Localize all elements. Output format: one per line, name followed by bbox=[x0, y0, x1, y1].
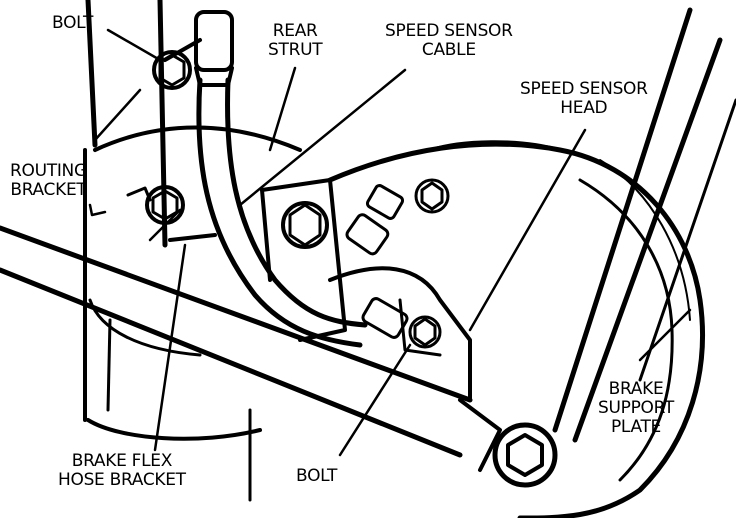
routing-bracket-shape bbox=[260, 178, 347, 342]
label-speed-sensor-head: SPEED SENSOR HEAD bbox=[520, 80, 648, 118]
rear-strut-shape bbox=[0, 225, 502, 472]
label-brake-flex-hose-bracket: BRAKE FLEX HOSE BRACKET bbox=[58, 452, 186, 490]
label-speed-sensor-cable: SPEED SENSOR CABLE bbox=[385, 22, 513, 60]
label-rear-strut-line2: STRUT bbox=[268, 40, 323, 60]
label-routing-bracket-line1: ROUTING bbox=[10, 161, 87, 181]
label-speed-sensor-head-line1: SPEED SENSOR bbox=[520, 79, 648, 99]
leader-lines bbox=[88, 28, 692, 457]
speed-sensor-head-shape bbox=[328, 178, 472, 402]
label-routing-bracket-line2: BRACKET bbox=[10, 180, 87, 200]
label-bolt-top: BOLT bbox=[52, 14, 93, 33]
routing-bracket-bolt-shape bbox=[126, 185, 185, 225]
label-bolt-bottom: BOLT bbox=[296, 467, 337, 486]
label-bolt-top-text: BOLT bbox=[52, 13, 94, 33]
label-rear-strut: REAR STRUT bbox=[268, 21, 323, 60]
top-bolt-shape bbox=[152, 50, 192, 90]
label-rear-strut-line1: REAR bbox=[272, 21, 318, 41]
brake-support-plate-shape bbox=[327, 140, 705, 518]
label-brake-support-plate-line3: PLATE bbox=[610, 417, 662, 437]
lower-sensor-bolt-shape bbox=[361, 297, 442, 349]
label-speed-sensor-head-line2: HEAD bbox=[560, 98, 608, 118]
label-brake-support-plate: BRAKE SUPPORT PLATE bbox=[598, 380, 674, 437]
label-bolt-bottom-text: BOLT bbox=[296, 466, 338, 486]
label-brake-support-plate-line1: BRAKE bbox=[608, 379, 664, 399]
label-brake-support-plate-line2: SUPPORT bbox=[598, 398, 674, 418]
label-routing-bracket: ROUTING BRACKET bbox=[10, 162, 87, 200]
large-lower-bolt-shape bbox=[492, 422, 558, 488]
label-speed-sensor-cable-line1: SPEED SENSOR bbox=[385, 21, 513, 41]
label-brake-flex-hose-bracket-line1: BRAKE FLEX bbox=[71, 451, 173, 471]
label-speed-sensor-cable-line2: CABLE bbox=[421, 40, 476, 60]
label-brake-flex-hose-bracket-line2: HOSE BRACKET bbox=[58, 470, 186, 490]
upper-strut-rod-shape bbox=[552, 7, 736, 443]
